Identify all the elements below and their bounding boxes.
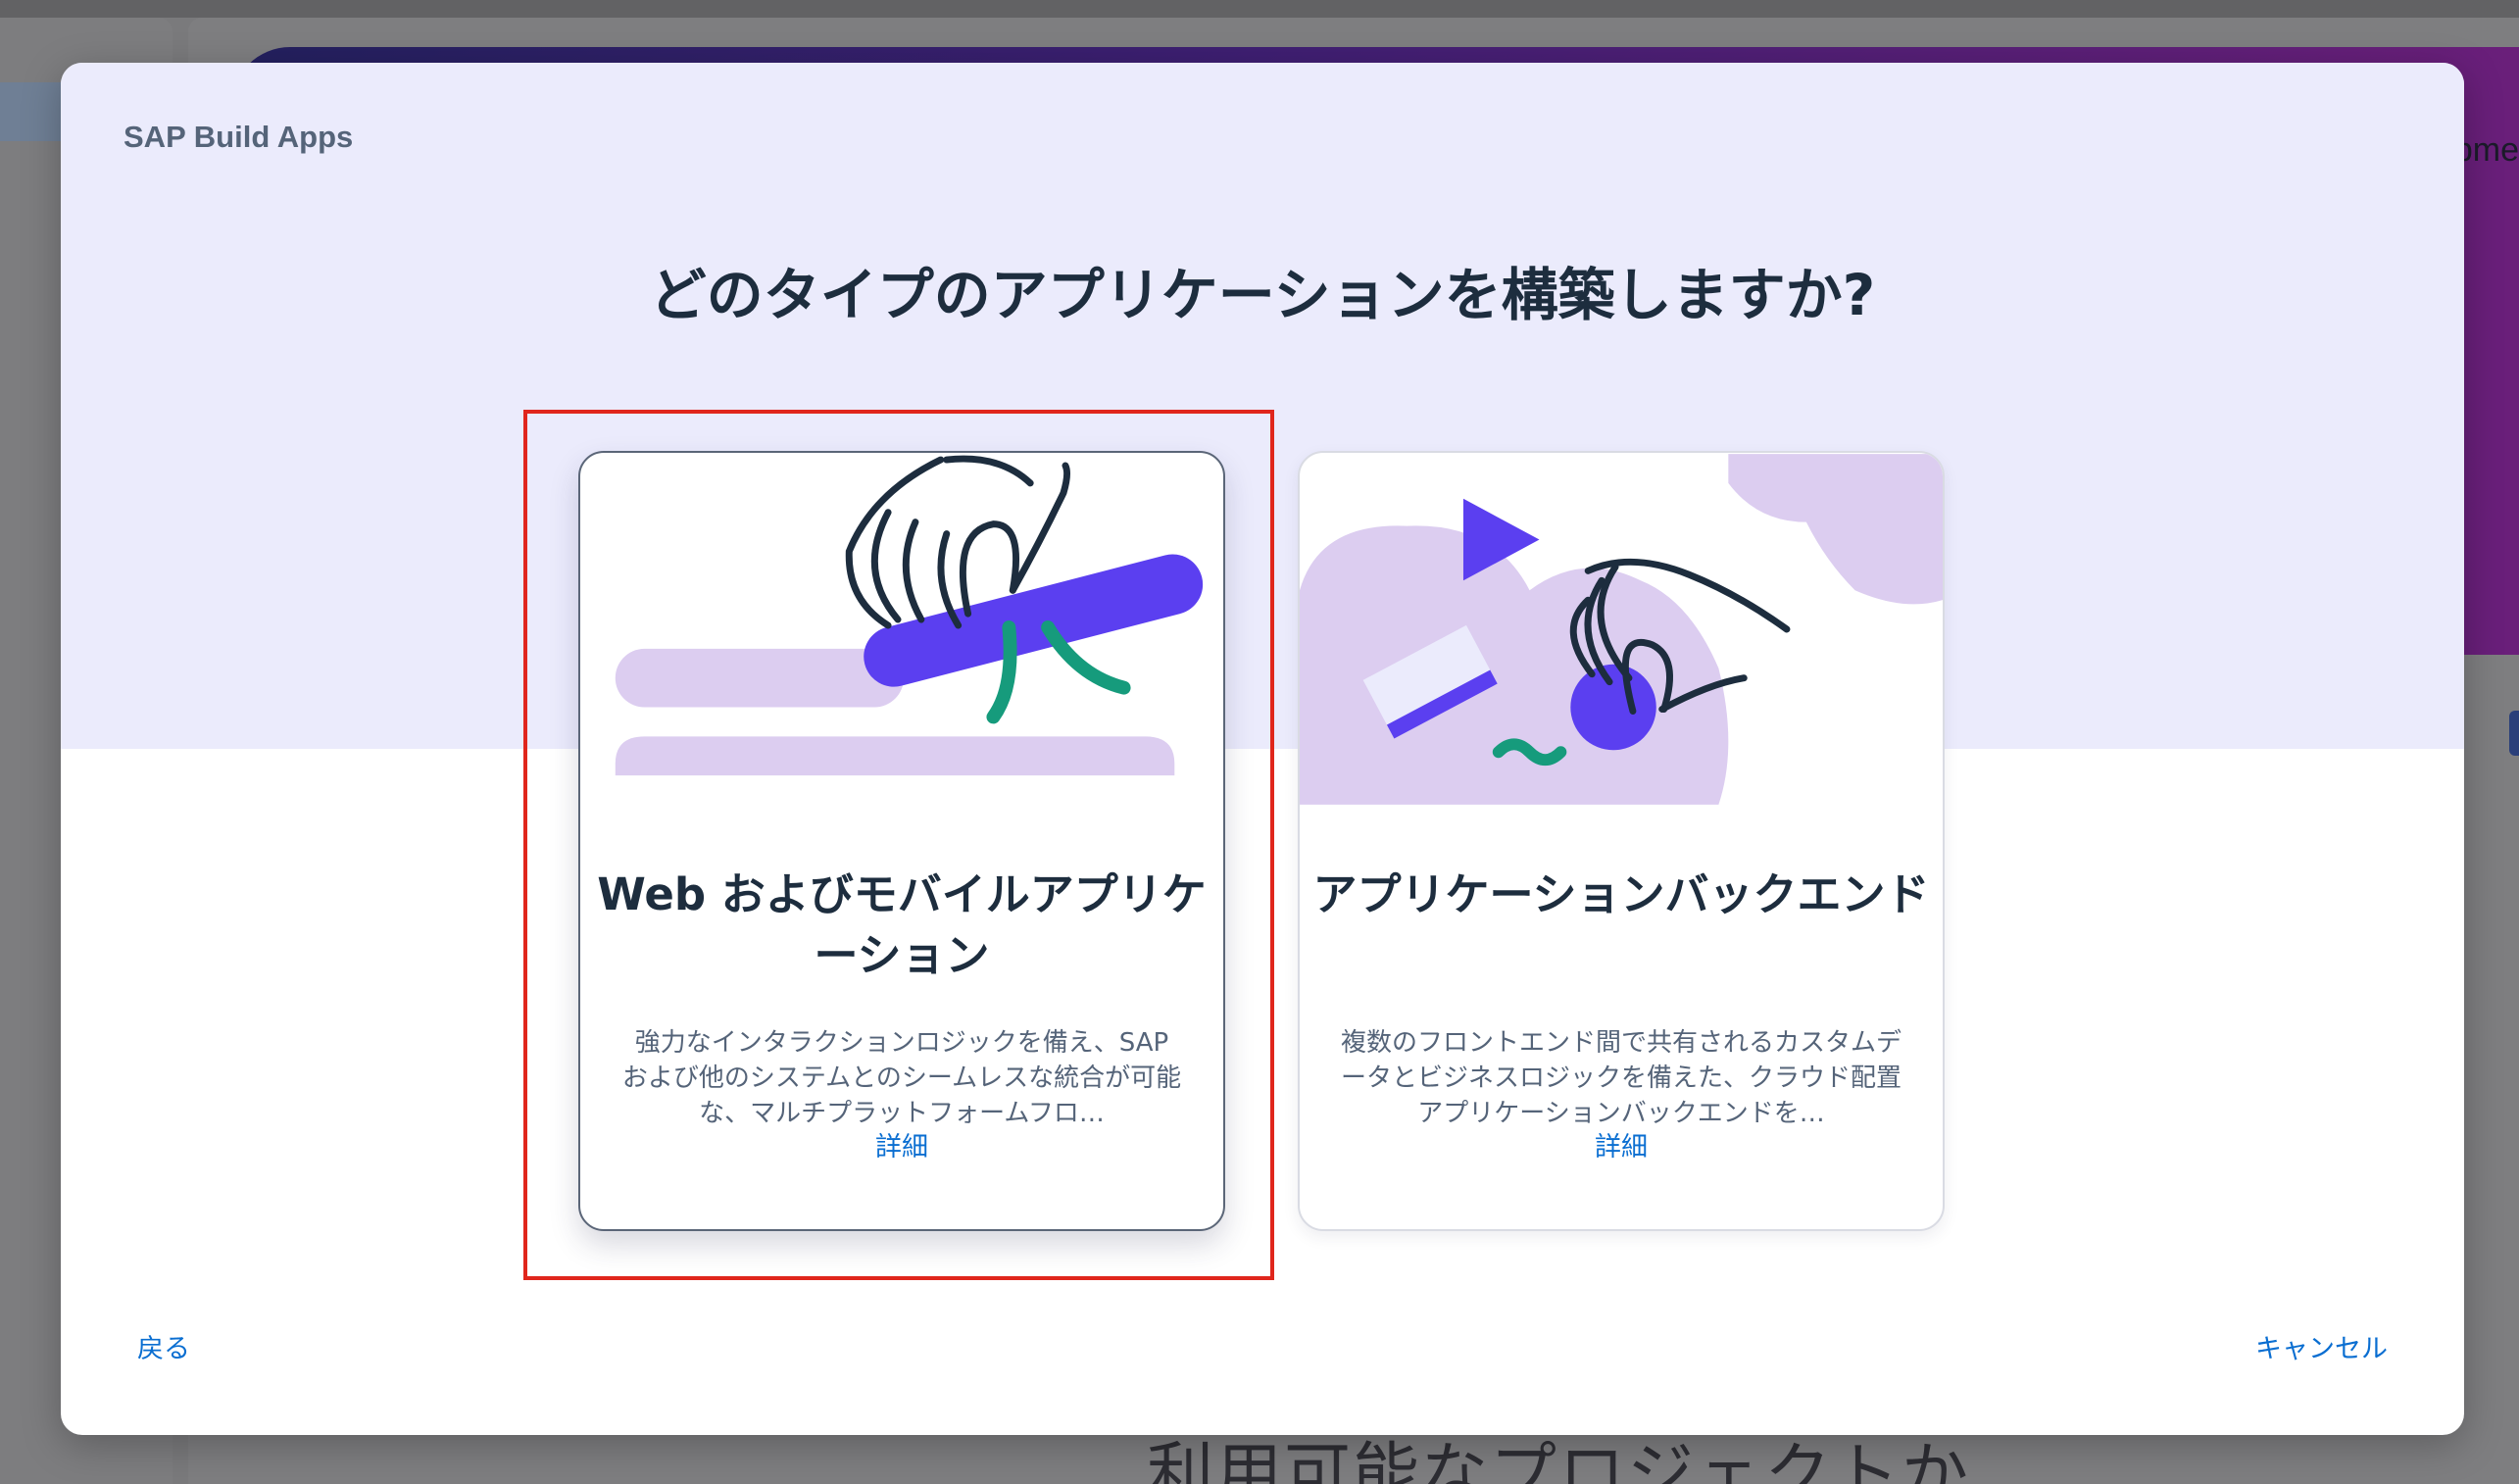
cancel-button[interactable]: キャンセル xyxy=(2255,1334,2388,1364)
card-more-link[interactable]: 詳細 xyxy=(1595,1132,1648,1162)
brand-label: SAP Build Apps xyxy=(123,120,354,154)
background-topbar xyxy=(0,0,2519,18)
card-description: 強力なインタラクションロジックを備え、SAP および他のシステムとのシームレスな… xyxy=(621,1028,1182,1128)
app-backend-card[interactable]: アプリケーションバックエンド 複数のフロントエンド間で共有されるカスタムデータと… xyxy=(1298,451,1945,1231)
dialog-title: どのタイプのアプリケーションを構築しますか? xyxy=(649,262,1876,328)
hand-holding-ball-icon xyxy=(1300,454,1943,805)
background-side-chip xyxy=(2509,711,2519,756)
card-more-link[interactable]: 詳細 xyxy=(875,1132,928,1162)
web-mobile-app-card[interactable]: Web およびモバイルアプリケーション 強力なインタラクションロジックを備え、S… xyxy=(578,451,1225,1231)
card-description: 複数のフロントエンド間で共有されるカスタムデータとビジネスロジックを備えた、クラ… xyxy=(1340,1028,1902,1128)
back-button[interactable]: 戻る xyxy=(137,1334,190,1364)
dialog-header-band xyxy=(61,63,2464,749)
background-bottom-heading: 利用可能なプロジェクトか xyxy=(1147,1436,1971,1484)
create-app-dialog: SAP Build Apps どのタイプのアプリケーションを構築しますか? We… xyxy=(61,63,2464,1435)
card-title: Web およびモバイルアプリケーション xyxy=(597,868,1207,981)
card-title: アプリケーションバックエンド xyxy=(1312,868,1930,920)
selection-highlight xyxy=(523,410,1274,1280)
hand-holding-bar-icon xyxy=(615,455,1204,776)
